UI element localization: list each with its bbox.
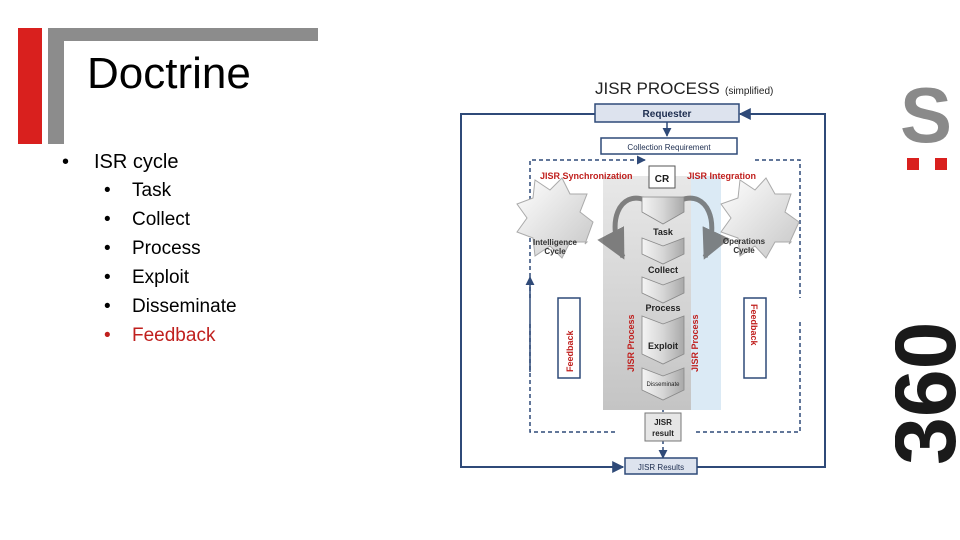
sub-bullet-collect: Collect xyxy=(62,205,237,234)
feedback-box-left xyxy=(557,297,581,379)
ops-cycle-line2: Cycle xyxy=(733,246,755,255)
feedback-box-right xyxy=(743,297,767,379)
diagram-title: JISR PROCESS xyxy=(595,79,720,98)
integration-label: JISR Integration xyxy=(687,171,756,181)
jisr-results-box xyxy=(624,457,698,475)
chevron-task xyxy=(641,196,685,225)
brand-logo: 360 S xyxy=(895,80,960,466)
chevron-exploit xyxy=(641,315,685,365)
integration-curve-arrow xyxy=(680,195,730,260)
sync-curve-arrow xyxy=(597,195,646,260)
feedback-label-left: Feedback xyxy=(565,329,575,372)
intel-cycle-line2: Cycle xyxy=(544,247,566,256)
sub-bullet-process: Process xyxy=(62,234,237,263)
inner-loop-left-upper xyxy=(529,155,646,298)
accent-bar-red xyxy=(18,28,42,144)
jisr-result-box xyxy=(644,412,682,442)
ops-cycle-line1: Operations xyxy=(723,237,766,246)
inner-loop-right-lower xyxy=(693,322,801,433)
sub-bullet-disseminate: Disseminate xyxy=(62,292,237,321)
brand-accent-square-2 xyxy=(935,158,947,170)
step-task: Task xyxy=(653,227,674,237)
step-disseminate: Disseminate xyxy=(646,382,680,388)
step-exploit: Exploit xyxy=(648,341,678,351)
jisr-result-line2: result xyxy=(652,429,674,438)
cr-box xyxy=(648,165,676,189)
accent-bar-grey-top xyxy=(48,28,318,41)
step-collect: Collect xyxy=(648,265,678,275)
collection-requirement-box xyxy=(600,137,738,155)
sub-bullet-task: Task xyxy=(62,176,237,205)
inner-loop-left-lower xyxy=(529,322,615,433)
diagram-title-suffix: (simplified) xyxy=(725,86,773,97)
requester-label: Requester xyxy=(643,109,692,120)
loop-left-line xyxy=(460,113,625,473)
slide-title: Doctrine xyxy=(87,49,251,98)
sub-bullet-feedback: Feedback xyxy=(62,321,237,350)
feedback-label-right: Feedback xyxy=(749,304,759,347)
jisr-results-label: JISR Results xyxy=(638,463,684,472)
step-process: Process xyxy=(645,303,680,313)
collection-requirement-label: Collection Requirement xyxy=(627,143,711,152)
bullet-list: ISR cycle Task Collect Process Exploit D… xyxy=(62,148,237,350)
intel-cycle-line1: Intelligence xyxy=(533,238,578,247)
inner-loop-right-upper xyxy=(755,159,801,298)
brand-s-mark: S xyxy=(900,80,952,159)
cr-label: CR xyxy=(655,174,670,185)
brand-accent-square-1 xyxy=(907,158,919,170)
chevron-disseminate xyxy=(641,367,685,401)
intelligence-cycle-gear: Intelligence Cycle xyxy=(516,177,594,259)
sub-bullet-exploit: Exploit xyxy=(62,263,237,292)
chevron-collect xyxy=(641,237,685,265)
brand-logo-text: 360 xyxy=(895,322,960,466)
chevron-process xyxy=(641,276,685,304)
jisr-process-diagram: JISR PROCESS (simplified) Requester Coll… xyxy=(460,79,826,475)
process-label-left: JISR Process xyxy=(626,314,636,372)
accent-bar-grey-left xyxy=(48,28,64,144)
jisr-result-line1: JISR xyxy=(654,418,672,427)
process-label-right: JISR Process xyxy=(690,314,700,372)
step-chevrons: Task Collect Process Exploit Disseminate xyxy=(641,196,685,401)
loop-right-line xyxy=(697,108,826,468)
operations-cycle-gear: Operations Cycle xyxy=(720,177,800,259)
sync-label: JISR Synchronization xyxy=(540,171,633,181)
bullet-isr-cycle: ISR cycle xyxy=(62,148,237,176)
